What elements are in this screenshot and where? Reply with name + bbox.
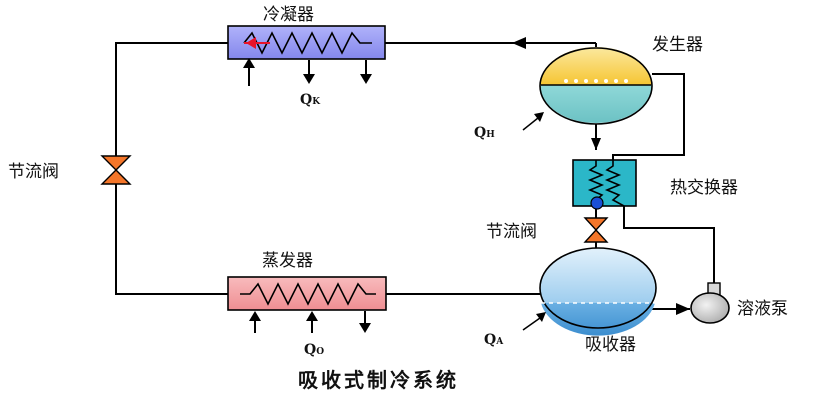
solution-pump-label: 溶液泵 bbox=[737, 299, 788, 319]
condenser-label: 冷凝器 bbox=[263, 5, 314, 25]
generator-bubbles bbox=[564, 79, 628, 83]
heat-exchanger-valve-dot bbox=[590, 196, 604, 210]
generator bbox=[539, 47, 653, 125]
throttle-valve-left-label: 节流阀 bbox=[8, 162, 59, 182]
absorber-label: 吸收器 bbox=[585, 335, 636, 355]
qk-label: QK bbox=[300, 92, 321, 108]
heat-exchanger-label: 热交换器 bbox=[670, 178, 738, 198]
pipe-pump-hx bbox=[623, 206, 715, 283]
throttle-valve-right-label: 节流阀 bbox=[486, 222, 537, 242]
condenser-red-arrow bbox=[246, 37, 256, 49]
evaporator-label: 蒸发器 bbox=[262, 251, 313, 271]
heat-exchanger bbox=[572, 159, 637, 210]
absorber bbox=[539, 247, 657, 336]
solution-pump bbox=[690, 282, 730, 324]
qa-label: QA bbox=[484, 332, 504, 348]
diagram-title: 吸收式制冷系统 bbox=[298, 368, 459, 392]
pipe-left-loop bbox=[115, 42, 228, 295]
generator-label: 发生器 bbox=[652, 35, 703, 55]
flow-arrow-generator-hx bbox=[591, 138, 601, 150]
evaporator-coil bbox=[240, 282, 376, 306]
throttle-valve-right bbox=[583, 217, 609, 243]
evaporator bbox=[227, 276, 387, 333]
flow-arrow-top bbox=[512, 37, 526, 49]
qo-label: QO bbox=[304, 342, 324, 358]
flow-arrow-absorber-pump bbox=[676, 303, 690, 315]
condenser-coil bbox=[243, 31, 372, 55]
condenser bbox=[227, 25, 386, 86]
qh-label: QH bbox=[474, 125, 495, 141]
throttle-valve-left bbox=[100, 155, 132, 185]
